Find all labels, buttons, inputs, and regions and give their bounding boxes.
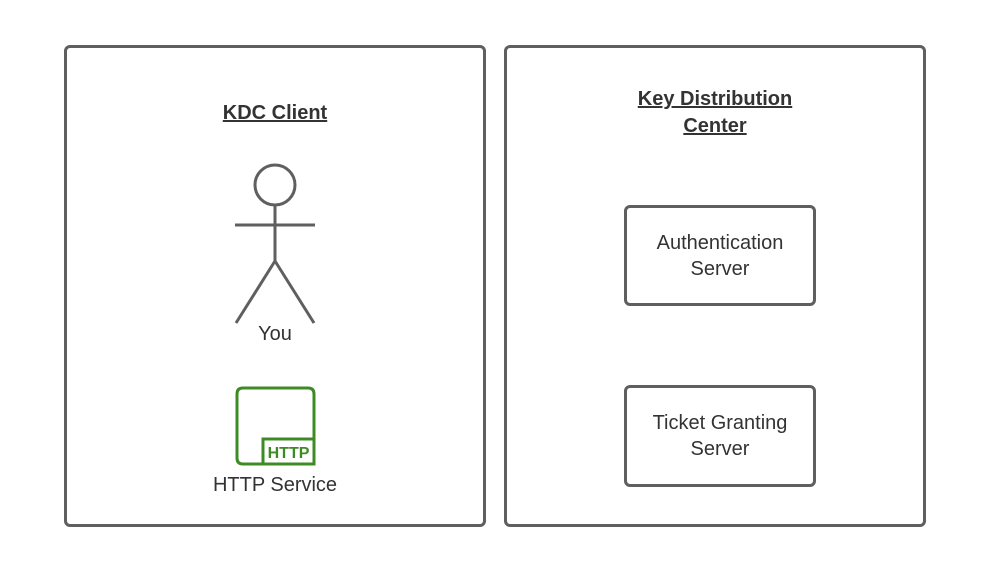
kdc-title-line2: Center — [683, 115, 747, 137]
user-label: You — [258, 323, 292, 345]
kdc-panel — [504, 45, 926, 527]
http-service-label: HTTP Service — [212, 474, 338, 496]
kdc-client-panel — [64, 45, 486, 527]
authentication-server-node: Authentication Server — [624, 205, 816, 306]
stick-figure-icon — [234, 163, 316, 324]
node-label-line1: Authentication — [656, 231, 784, 254]
kdc-title-line1: Key Distribution — [637, 88, 793, 110]
kdc-title: Key Distribution Center — [505, 86, 925, 140]
node-label-line2: Server — [690, 438, 750, 460]
node-label-line2: Server — [690, 257, 750, 280]
kdc-client-title: KDC Client — [222, 102, 328, 124]
svg-text:HTTP: HTTP — [268, 445, 310, 462]
node-label-line1: Ticket Granting — [652, 412, 788, 434]
ticket-granting-server-node: Ticket Granting Server — [624, 385, 816, 487]
http-service-icon: HTTP — [235, 386, 316, 466]
